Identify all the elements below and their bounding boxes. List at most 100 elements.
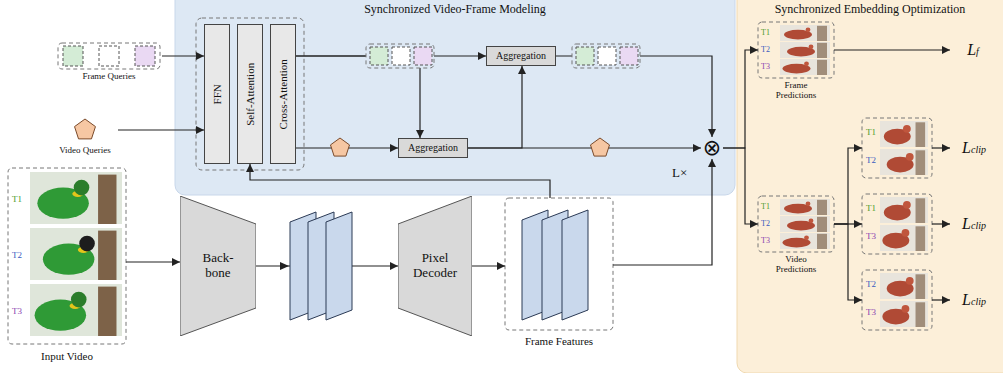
- time-step-label: T1: [866, 203, 876, 213]
- video-frame: [880, 197, 928, 223]
- bird-head: [809, 218, 814, 223]
- decoder-trapezoid: Pixel Decoder: [398, 196, 472, 336]
- bird-head: [804, 61, 809, 66]
- layer-repeat-label: L×: [672, 166, 687, 181]
- bird-head: [806, 27, 811, 32]
- wood-post: [98, 287, 116, 336]
- dashed-group: [862, 270, 932, 330]
- layer-box: Self-Attention: [237, 24, 263, 164]
- time-step-label: T3: [12, 306, 22, 316]
- frame-background: [880, 273, 928, 299]
- dashed-group: [862, 118, 932, 178]
- query-token: [620, 47, 638, 65]
- labelled-group: Video Queries: [52, 118, 118, 160]
- query-token: [135, 46, 155, 66]
- time-step-label: T1: [12, 194, 22, 204]
- time-step-label: T2: [866, 155, 876, 165]
- labelled-group: T2T3: [862, 270, 932, 330]
- flow-arrow: [468, 147, 701, 148]
- video-frame: [30, 228, 122, 280]
- flow-arrow: [932, 223, 950, 224]
- dashed-group: [758, 22, 834, 78]
- layer-box: FFN: [204, 24, 230, 164]
- module-panel: [175, 0, 735, 195]
- flow-arrow: [723, 50, 758, 148]
- query-token: [576, 47, 594, 65]
- frame-background: [880, 197, 928, 223]
- layer-block-outline: [196, 18, 304, 170]
- frame-background: [780, 233, 830, 249]
- video-frame: [30, 284, 122, 336]
- dashed-group: [758, 196, 834, 252]
- time-step-label: T2: [866, 279, 876, 289]
- group-label: Frame Predictions: [766, 80, 826, 101]
- flow-arrow: [834, 49, 950, 50]
- arrow-head: [280, 262, 289, 270]
- bird-head: [806, 201, 811, 206]
- backbone-feature-map: [326, 212, 352, 320]
- wood-post: [98, 231, 116, 280]
- time-step-label: T2: [761, 219, 770, 228]
- time-step-label: T2: [761, 45, 770, 54]
- layer-box: Cross-Attention: [270, 24, 296, 164]
- group-label: Video Predictions: [766, 254, 826, 275]
- time-step-label: T3: [761, 236, 770, 245]
- bird-head: [804, 235, 809, 240]
- group-label: Frame Features: [505, 335, 613, 348]
- bird-head: [902, 305, 910, 313]
- flow-arrow: [162, 55, 204, 56]
- wood-post: [817, 26, 827, 41]
- time-step-label: T1: [761, 28, 770, 37]
- module-panel: Synchronized Embedding OptimizationT1T2T…: [737, 0, 1003, 373]
- video-frame: [780, 199, 830, 215]
- wood-post: [916, 274, 926, 299]
- video-query-token: [75, 119, 96, 139]
- bird-head: [79, 236, 95, 252]
- bird-head: [906, 277, 914, 285]
- flow-arrow: [723, 148, 758, 224]
- frame-background: [30, 172, 122, 224]
- flow-arrow: [118, 129, 204, 130]
- flow-arrow: [613, 159, 712, 265]
- loss-term: Lclip: [950, 213, 998, 235]
- flow-arrow: [932, 147, 950, 148]
- bird-head: [74, 180, 90, 196]
- video-query-token: [590, 138, 609, 156]
- frame-background: [780, 59, 830, 75]
- query-token: [414, 47, 432, 65]
- bird-head: [906, 153, 914, 161]
- trapezoid-shape: [398, 196, 472, 336]
- video-frame: [880, 225, 928, 251]
- loss-label: Lclip: [962, 139, 986, 157]
- panel-title: Synchronized Video-Frame Modeling: [175, 3, 735, 17]
- wood-post: [817, 234, 827, 249]
- time-step-label: T3: [761, 62, 770, 71]
- dashed-group: [862, 194, 932, 254]
- labelled-group: T1T2T3Frame Predictions: [758, 22, 834, 106]
- group-label: Input Video: [8, 350, 126, 363]
- frame-background: [780, 25, 830, 41]
- video-frame: [780, 25, 830, 41]
- wood-post: [916, 302, 926, 327]
- flow-arrow: [296, 56, 420, 138]
- query-token: [392, 47, 410, 65]
- labelled-group: T1T3: [862, 194, 932, 254]
- encoder-trapezoid: Back- bone: [180, 196, 256, 336]
- loss-label: Lf: [967, 41, 979, 59]
- bird-head: [903, 125, 911, 133]
- video-frame: [780, 59, 830, 75]
- feature-map: [562, 210, 588, 320]
- aggregation-box: Aggregation: [486, 46, 556, 66]
- loss-term: Lf: [950, 39, 996, 61]
- group-label: Video Queries: [52, 145, 118, 155]
- box-label: Self-Attention: [244, 63, 257, 126]
- video-query-token: [330, 138, 349, 156]
- query-token: [598, 47, 616, 65]
- video-frame: [780, 233, 830, 249]
- wood-post: [817, 200, 827, 215]
- frame-background: [780, 42, 830, 58]
- flow-arrow: [250, 164, 550, 198]
- box-label: Pixel Decoder: [409, 251, 461, 281]
- dashed-group: [58, 43, 160, 69]
